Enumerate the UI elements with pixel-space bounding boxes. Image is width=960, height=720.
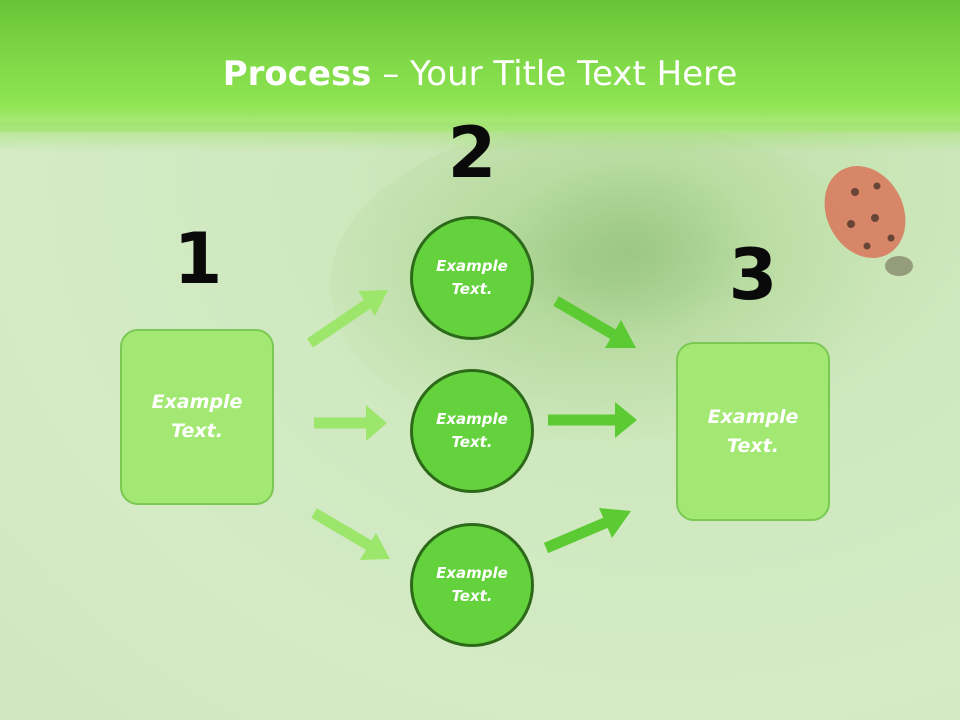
background-leaf-shadow: [500, 160, 760, 340]
title-rest: – Your Title Text Here: [371, 54, 738, 94]
arrow-1-to-2-middle: [314, 405, 387, 441]
step-2-circle-bottom[interactable]: Example Text.: [410, 523, 534, 647]
arrow-1-to-2-top: [306, 290, 388, 348]
title-bar: [0, 0, 960, 132]
step-1-text: Example Text.: [151, 391, 243, 442]
title-bar-fade: [0, 122, 960, 152]
step-2-circle-top-text: Example Text.: [436, 257, 508, 298]
step-number-2: 2: [447, 112, 497, 194]
step-2-circle-bottom-text: Example Text.: [436, 564, 508, 605]
arrow-1-to-2-bottom: [311, 508, 390, 560]
step-number-1: 1: [173, 218, 223, 300]
slide-title[interactable]: Process – Your Title Text Here: [0, 52, 960, 96]
title-bold: Process: [222, 54, 372, 94]
step-1-box[interactable]: Example Text.: [120, 329, 274, 505]
step-3-box[interactable]: Example Text.: [676, 342, 830, 521]
step-2-circle-middle[interactable]: Example Text.: [410, 369, 534, 493]
arrow-2-bottom-to-3: [543, 508, 631, 554]
arrow-2-top-to-3: [553, 296, 636, 348]
step-number-3: 3: [728, 234, 778, 316]
step-3-text: Example Text.: [707, 405, 799, 457]
step-2-circle-top[interactable]: Example Text.: [410, 216, 534, 340]
step-2-circle-middle-text: Example Text.: [436, 410, 508, 451]
arrow-2-middle-to-3: [548, 402, 637, 438]
ladybug-image: [824, 166, 913, 276]
